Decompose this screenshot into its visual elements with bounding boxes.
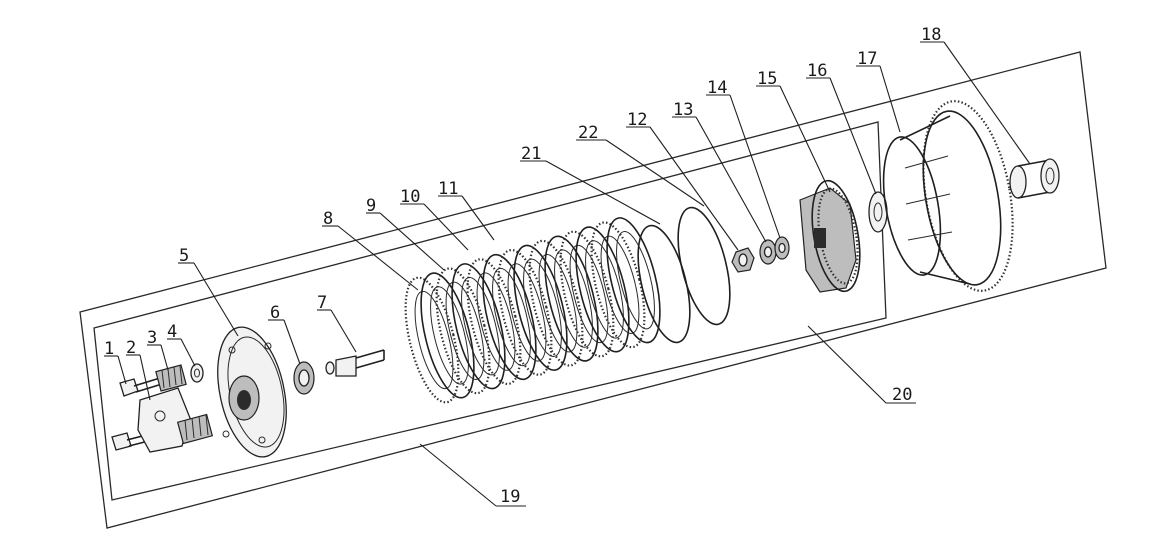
callout-21: 21 <box>521 144 541 164</box>
part-2-plate <box>137 387 191 453</box>
friction-plate <box>466 258 522 386</box>
steel-plate <box>482 253 537 381</box>
friction-plate <box>435 267 491 395</box>
callout-15: 15 <box>757 69 777 89</box>
leader-lines <box>104 41 1031 507</box>
callout-4: 4 <box>167 322 177 342</box>
part-17-clutch-housing <box>882 100 1014 292</box>
callout-17: 17 <box>857 49 877 69</box>
callout-9: 9 <box>366 196 376 216</box>
friction-plate <box>497 248 553 376</box>
part-13-14-washers <box>759 236 790 265</box>
callout-22: 22 <box>578 123 598 143</box>
steel-plate <box>451 263 506 390</box>
part-3-springs <box>155 364 214 445</box>
callout-3: 3 <box>147 328 157 348</box>
inner-frame <box>93 121 887 501</box>
outer-frame <box>79 51 1107 529</box>
part-16-thrust-washer <box>868 191 888 233</box>
part-7-push-rod <box>325 349 385 377</box>
callout-labels: 1 2 3 4 5 6 7 8 9 10 11 21 22 12 13 14 1… <box>104 25 941 507</box>
callout-13: 13 <box>673 100 693 120</box>
part-12-nut <box>731 247 755 273</box>
part-21-22-rings <box>637 206 731 344</box>
callout-6: 6 <box>270 303 280 323</box>
part-6-bearing <box>293 361 315 395</box>
steel-plate <box>575 226 630 353</box>
friction-plate <box>559 230 615 358</box>
callout-19: 19 <box>500 487 520 507</box>
steel-plate <box>606 217 661 344</box>
callout-10: 10 <box>400 187 420 207</box>
callout-20: 20 <box>892 385 912 405</box>
plate-inner-edge <box>585 240 624 339</box>
callout-8: 8 <box>323 209 333 229</box>
part-4-washer <box>190 363 204 383</box>
friction-plate <box>404 276 460 404</box>
friction-plate <box>528 239 584 367</box>
callout-1: 1 <box>104 339 114 359</box>
steel-plate <box>420 272 475 399</box>
callout-12: 12 <box>627 110 647 130</box>
callout-11: 11 <box>438 179 458 199</box>
steel-plate <box>544 235 599 362</box>
callout-16: 16 <box>807 61 827 81</box>
plate-inner-edge <box>616 231 655 330</box>
callout-18: 18 <box>921 25 941 45</box>
part-5-pressure-plate <box>217 326 287 458</box>
callout-2: 2 <box>126 338 136 358</box>
friction-plate <box>590 221 646 349</box>
steel-plate <box>513 244 568 371</box>
part-8-11-clutch-plates <box>404 217 661 404</box>
callout-14: 14 <box>707 78 727 98</box>
part-15-clutch-hub <box>799 179 861 293</box>
callout-7: 7 <box>317 293 327 313</box>
part-18-sleeve <box>1009 158 1060 199</box>
callout-5: 5 <box>179 246 189 266</box>
